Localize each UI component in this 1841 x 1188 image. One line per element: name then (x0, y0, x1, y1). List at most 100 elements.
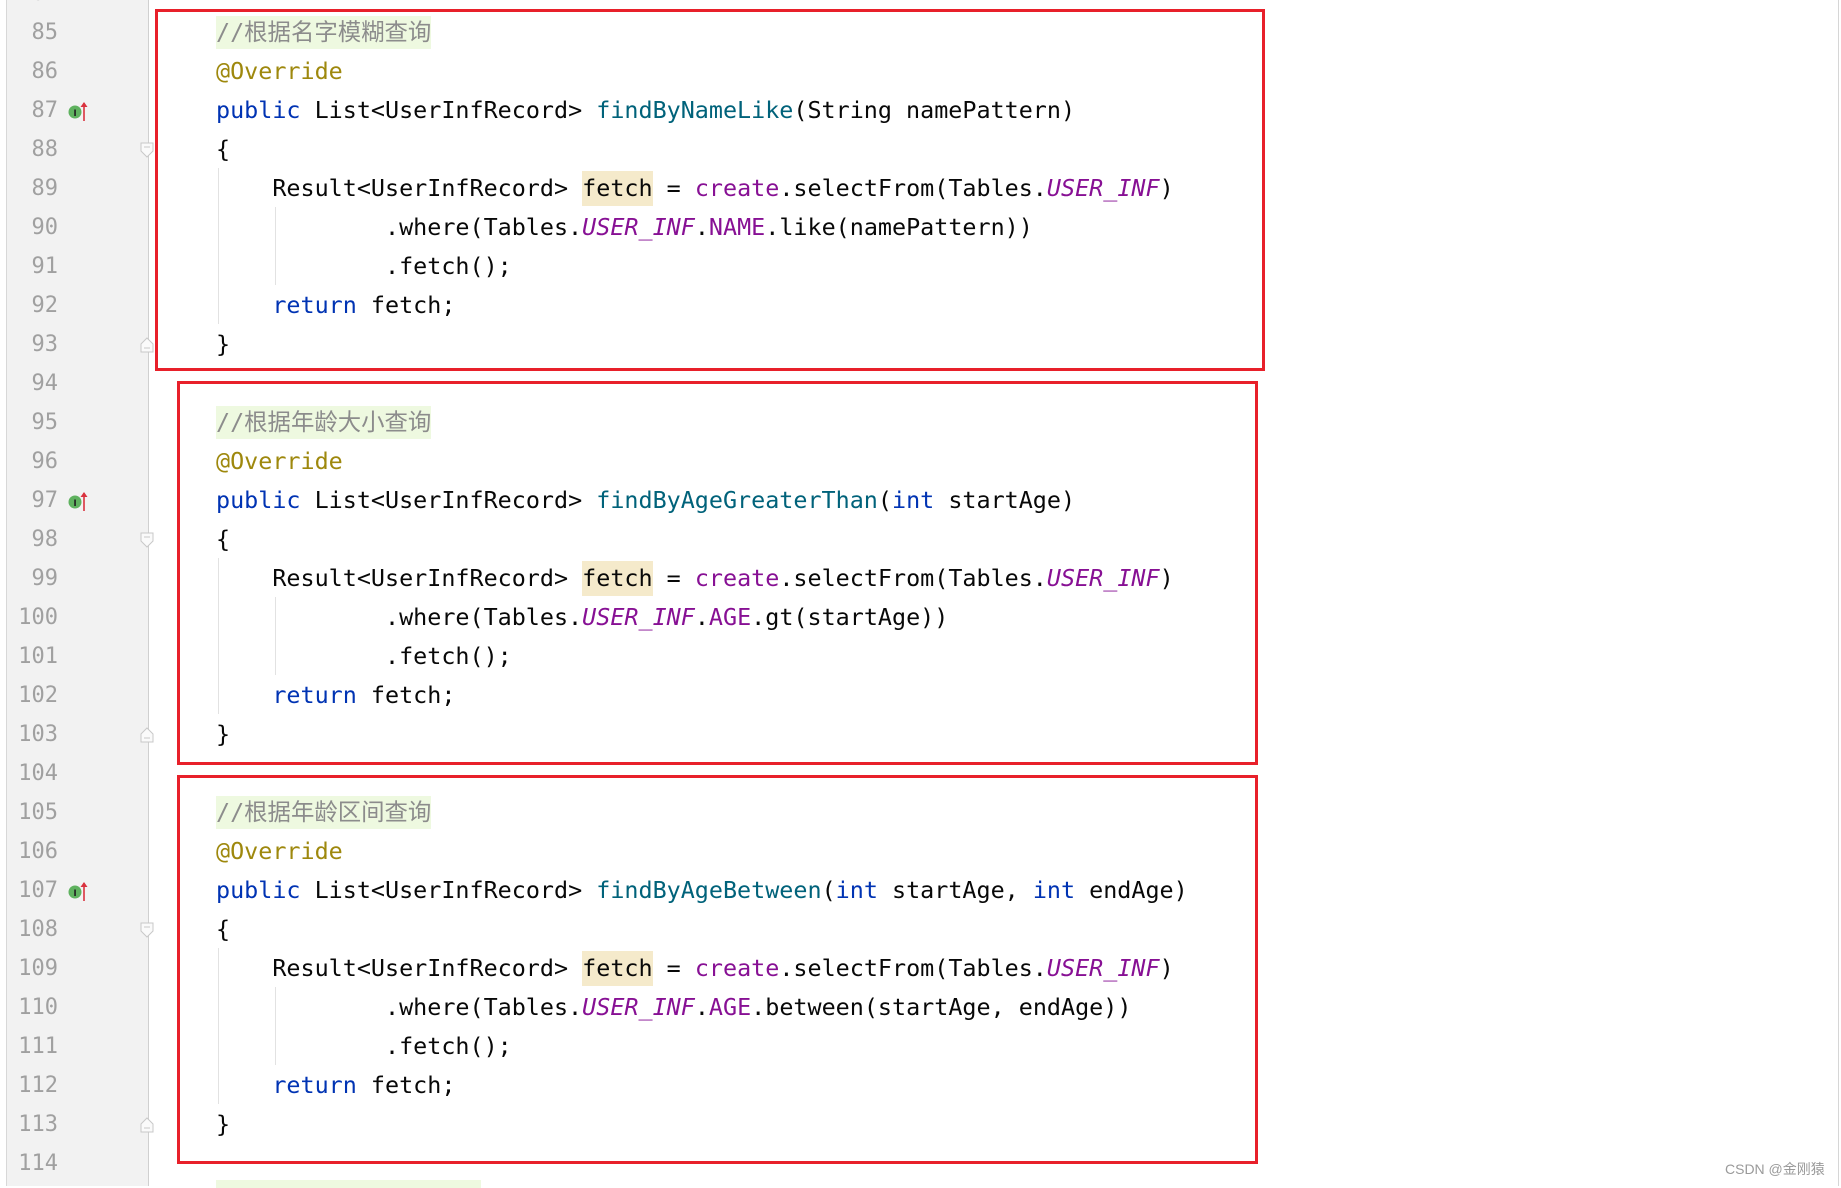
implements-method-icon[interactable]: I (68, 490, 90, 512)
code-content: .fetch(); (216, 1027, 512, 1066)
code-line[interactable]: 84 (0, 0, 1841, 13)
code-line[interactable]: 88{ (0, 130, 1841, 169)
indent-guide (218, 558, 219, 714)
line-number: 101 (18, 643, 58, 669)
code-text: List<UserInfRecord> (300, 95, 597, 124)
code-text: = (652, 173, 695, 202)
fold-end-icon[interactable] (139, 336, 155, 354)
line-number: 94 (31, 370, 59, 396)
keyword: int (1032, 875, 1076, 904)
implements-method-icon[interactable]: I (68, 100, 90, 122)
code-line[interactable]: 113} (0, 1105, 1841, 1144)
keyword: public (216, 485, 301, 514)
code-content: .where(Tables.USER_INF.AGE.gt(startAge)) (216, 598, 948, 637)
code-line[interactable]: 106@Override (0, 832, 1841, 871)
editor-right-margin (1838, 0, 1839, 1186)
code-text: .selectFrom(Tables. (779, 173, 1047, 202)
code-line[interactable]: 99 Result<UserInfRecord> fetch = create.… (0, 559, 1841, 598)
code-line[interactable]: 100 .where(Tables.USER_INF.AGE.gt(startA… (0, 598, 1841, 637)
keyword: return (272, 680, 357, 709)
fold-end-icon[interactable] (139, 726, 155, 744)
indent-guide (218, 948, 219, 1104)
keyword: return (272, 1070, 357, 1099)
code-line[interactable]: 112 return fetch; (0, 1066, 1841, 1105)
code-line[interactable]: 109 Result<UserInfRecord> fetch = create… (0, 949, 1841, 988)
code-text: = (652, 563, 695, 592)
code-line[interactable]: 95 //根据年龄大小查询 (0, 403, 1841, 442)
code-content: { (216, 520, 230, 559)
line-number: 85 (31, 19, 59, 45)
line-number: 95 (31, 409, 59, 435)
field-reference: create (694, 953, 780, 982)
code-content: } (216, 1105, 230, 1144)
line-number: 103 (18, 721, 58, 747)
field: AGE (708, 602, 752, 631)
code-line[interactable]: 110 .where(Tables.USER_INF.AGE.between(s… (0, 988, 1841, 1027)
static-field: USER_INF (582, 212, 695, 241)
line-number: 100 (18, 604, 58, 630)
code-content: { (216, 130, 230, 169)
fold-start-icon[interactable] (139, 921, 155, 939)
line-number: 105 (18, 799, 58, 825)
code-line[interactable]: 90 .where(Tables.USER_INF.NAME.like(name… (0, 208, 1841, 247)
code-text: .gt(startAge)) (751, 602, 949, 631)
code-text: fetch; (356, 1070, 456, 1099)
code-line[interactable]: 102 return fetch; (0, 676, 1841, 715)
code-line[interactable]: 111 .fetch(); (0, 1027, 1841, 1066)
line-number: 107 (18, 877, 58, 903)
implements-method-icon[interactable]: I (68, 880, 90, 902)
fold-start-icon[interactable] (139, 141, 155, 159)
code-line[interactable]: 98{ (0, 520, 1841, 559)
code-content: @Override (216, 832, 343, 871)
code-line[interactable]: 96@Override (0, 442, 1841, 481)
static-field: USER_INF (1046, 563, 1160, 592)
line-number: 104 (18, 760, 58, 786)
highlight-box-find-by-age-greater-than (177, 381, 1258, 765)
code-line[interactable]: 104 (0, 754, 1841, 793)
comment: //根据年龄区间查询 (216, 795, 432, 829)
code-content: Result<UserInfRecord> fetch = create.sel… (216, 949, 1174, 988)
fold-start-icon[interactable] (139, 531, 155, 549)
code-content: .fetch(); (216, 247, 512, 286)
code-line[interactable]: 92 return fetch; (0, 286, 1841, 325)
line-number: 109 (18, 955, 58, 981)
code-content: Result<UserInfRecord> fetch = create.sel… (216, 169, 1174, 208)
code-text: } (216, 719, 231, 748)
code-content: } (216, 325, 230, 364)
comment: //根据年龄大小查询 (216, 405, 432, 439)
code-line[interactable]: 105 //根据年龄区间查询 (0, 793, 1841, 832)
code-line[interactable]: 108 { (0, 910, 1841, 949)
code-text: startAge) (934, 485, 1076, 514)
svg-text:I: I (73, 499, 76, 509)
fold-end-icon[interactable] (139, 1116, 155, 1134)
code-line[interactable]: 101 .fetch(); (0, 637, 1841, 676)
code-text: ( (821, 875, 836, 904)
line-number: 108 (18, 916, 58, 942)
code-text: .selectFrom(Tables. (779, 563, 1047, 592)
code-line[interactable]: 89 Result<UserInfRecord> fetch = create.… (0, 169, 1841, 208)
code-line[interactable]: 94 (0, 364, 1841, 403)
keyword: return (272, 290, 357, 319)
indent-guide (275, 597, 276, 675)
code-line[interactable]: 103} (0, 715, 1841, 754)
code-line[interactable]: 91 .fetch(); (0, 247, 1841, 286)
code-content: public List<UserInfRecord> findByNameLik… (216, 91, 1075, 130)
line-number: 113 (18, 1111, 58, 1137)
code-text: (String namePattern) (793, 95, 1076, 124)
static-field: USER_INF (582, 992, 695, 1021)
code-text: } (216, 1109, 231, 1138)
code-content: { (216, 910, 230, 949)
code-line[interactable]: 93} (0, 325, 1841, 364)
code-content: Result<UserInfRecord> fetch = create.sel… (216, 559, 1174, 598)
code-line[interactable]: 85 //根据名字模糊查询 (0, 13, 1841, 52)
annotation: @Override (216, 56, 343, 85)
code-text: fetch; (356, 680, 456, 709)
code-content: @Override (216, 52, 343, 91)
code-line[interactable]: 86@Override (0, 52, 1841, 91)
comment: //根据名字模糊查询 (216, 15, 432, 49)
code-line[interactable]: 114 (0, 1144, 1841, 1183)
line-number: 90 (31, 214, 59, 240)
